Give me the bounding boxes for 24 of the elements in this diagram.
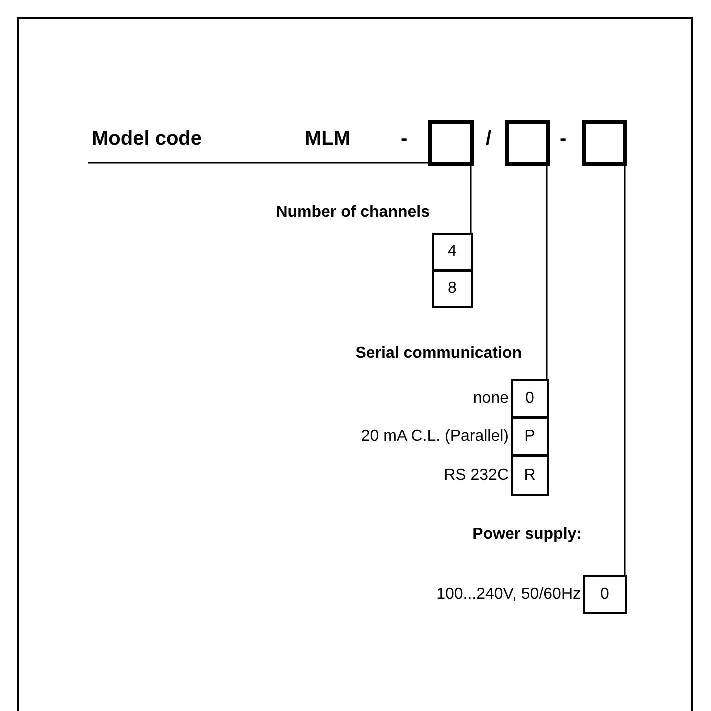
option-description: none — [473, 390, 510, 408]
option-description: 100...240V, 50/60Hz — [436, 586, 582, 604]
option-code-box: 0 — [583, 575, 627, 614]
separator: - — [401, 128, 408, 151]
group-heading: Serial communication — [356, 345, 522, 363]
connector-line — [624, 166, 626, 575]
separator: - — [560, 128, 567, 151]
code-position-box — [505, 120, 550, 166]
separator: / — [486, 128, 492, 151]
option-code-box: 0 — [511, 379, 549, 418]
model-prefix: MLM — [305, 128, 351, 151]
option-code-box: R — [511, 455, 549, 496]
option-code-box: P — [511, 417, 549, 456]
connector-line — [470, 166, 472, 233]
group-heading: Power supply: — [472, 526, 582, 544]
option-code-box: 4 — [432, 233, 473, 271]
option-description: 20 mA C.L. (Parallel) — [361, 428, 510, 446]
model-code-heading: Model code — [92, 128, 202, 151]
option-code-box: 8 — [432, 270, 473, 308]
code-position-box — [582, 120, 627, 166]
connector-line — [546, 166, 548, 379]
group-heading: Number of channels — [276, 204, 430, 222]
code-position-box — [428, 120, 474, 166]
option-description: RS 232C — [444, 466, 510, 484]
